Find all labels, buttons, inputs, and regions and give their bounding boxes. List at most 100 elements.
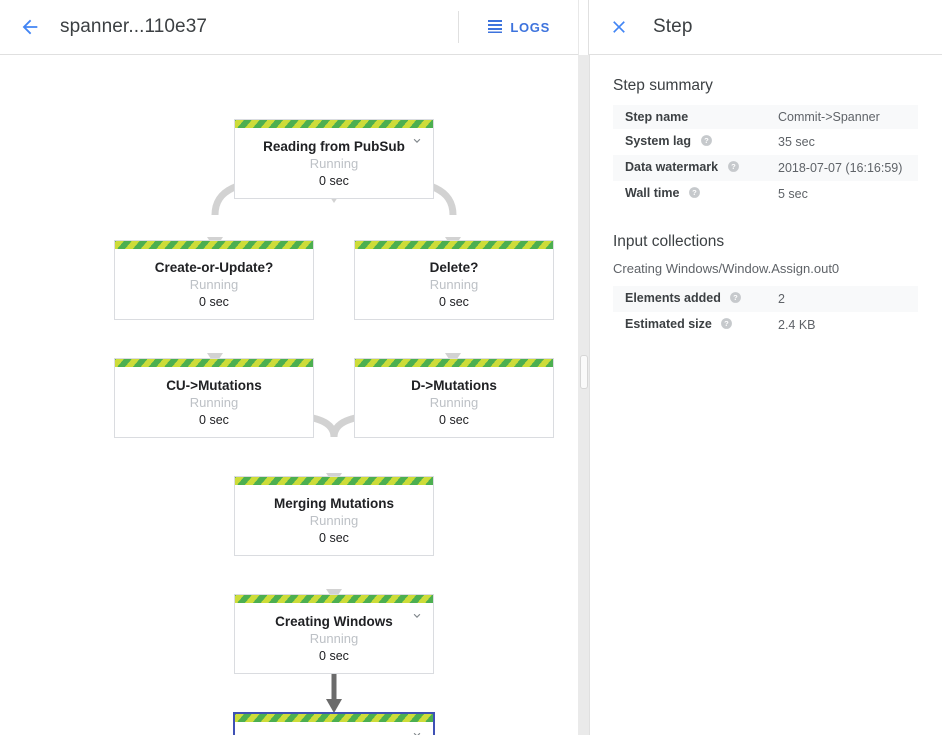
node-title: Commit->Spanner xyxy=(241,732,427,735)
node-body: Creating Windows Running 0 sec xyxy=(235,603,433,673)
node-status-stripe xyxy=(235,714,433,722)
node-title: Delete? xyxy=(429,260,479,275)
node-time: 0 sec xyxy=(439,295,469,309)
row-value: 2.4 KB xyxy=(778,318,816,332)
node-status: Running xyxy=(429,277,479,292)
table-row: Data watermark ? 2018-07-07 (16:16:59) xyxy=(613,155,918,181)
svg-text:?: ? xyxy=(704,136,709,145)
page-title: spanner...110e37 xyxy=(60,16,208,37)
job-header: spanner...110e37 LOGS xyxy=(0,0,588,55)
close-icon[interactable] xyxy=(599,7,639,47)
list-icon xyxy=(487,18,503,37)
node-status: Running xyxy=(189,395,239,410)
help-icon[interactable]: ? xyxy=(700,134,713,150)
node-status-stripe xyxy=(235,120,433,128)
table-row: Elements added ? 2 xyxy=(613,286,918,312)
step-summary-table: Step name Commit->Spanner System lag ? 3… xyxy=(613,105,918,207)
help-icon[interactable]: ? xyxy=(729,291,742,307)
node-status: Running xyxy=(189,277,239,292)
node-body: D->Mutations Running 0 sec xyxy=(355,367,553,437)
node-title: D->Mutations xyxy=(411,378,497,393)
node-status-stripe xyxy=(355,241,553,249)
header-divider xyxy=(458,11,460,43)
table-row: System lag ? 35 sec xyxy=(613,129,918,155)
row-key-label: Wall time xyxy=(625,186,680,200)
pane-resizer[interactable] xyxy=(578,55,590,735)
node-title: CU->Mutations xyxy=(166,378,262,393)
node-body: CU->Mutations Running 0 sec xyxy=(115,367,313,437)
node-status-stripe xyxy=(355,359,553,367)
node-title: Merging Mutations xyxy=(274,496,394,511)
step-panel-title: Step xyxy=(653,16,693,37)
row-value: Commit->Spanner xyxy=(778,110,880,124)
node-status-stripe xyxy=(235,477,433,485)
chevron-down-icon[interactable] xyxy=(409,728,425,735)
input-collections-heading: Input collections xyxy=(613,233,725,250)
step-details-pane: Step Step summary Step name Commit->Span… xyxy=(588,0,942,735)
row-value: 35 sec xyxy=(778,135,815,149)
row-key-label: Elements added xyxy=(625,291,721,305)
graph-node-merging-mutations[interactable]: Merging Mutations Running 0 sec xyxy=(234,476,434,556)
help-icon[interactable]: ? xyxy=(688,186,701,202)
chevron-down-icon[interactable] xyxy=(409,609,425,625)
row-key-label: Step name xyxy=(625,110,689,124)
node-status: Running xyxy=(309,631,359,646)
input-collections-table: Elements added ? 2 Estimated size ? xyxy=(613,286,918,338)
node-time: 0 sec xyxy=(199,295,229,309)
row-value: 5 sec xyxy=(778,187,808,201)
graph-node-creating-windows[interactable]: Creating Windows Running 0 sec xyxy=(234,594,434,674)
row-key-label: Data watermark xyxy=(625,160,719,174)
help-icon[interactable]: ? xyxy=(727,160,740,176)
job-graph-canvas[interactable]: Reading from PubSub Running 0 sec Create… xyxy=(0,55,588,735)
node-status: Running xyxy=(309,513,359,528)
help-icon[interactable]: ? xyxy=(720,317,733,333)
svg-text:?: ? xyxy=(692,188,697,197)
chevron-down-icon[interactable] xyxy=(409,134,425,150)
node-title: Create-or-Update? xyxy=(154,260,274,275)
job-graph-pane: spanner...110e37 LOGS xyxy=(0,0,590,735)
row-key: Data watermark ? xyxy=(613,155,778,181)
graph-node-commit-spanner[interactable]: Commit->Spanner Part running 5 sec xyxy=(233,712,435,735)
node-body: Merging Mutations Running 0 sec xyxy=(235,485,433,555)
row-value: 2 xyxy=(778,292,785,306)
node-status-stripe xyxy=(115,359,313,367)
graph-node-cu-mutations[interactable]: CU->Mutations Running 0 sec xyxy=(114,358,314,438)
node-time: 0 sec xyxy=(319,174,349,188)
row-key: Estimated size ? xyxy=(613,312,778,338)
node-title: Creating Windows xyxy=(275,614,393,629)
node-time: 0 sec xyxy=(319,649,349,663)
pane-resizer-handle[interactable] xyxy=(580,355,588,389)
graph-node-create-or-update[interactable]: Create-or-Update? Running 0 sec xyxy=(114,240,314,320)
table-row: Wall time ? 5 sec xyxy=(613,181,918,207)
row-value: 2018-07-07 (16:16:59) xyxy=(778,161,903,175)
node-status-stripe xyxy=(115,241,313,249)
node-body: Delete? Running 0 sec xyxy=(355,249,553,319)
node-time: 0 sec xyxy=(199,413,229,427)
row-key: Wall time ? xyxy=(613,181,778,207)
node-status: Running xyxy=(429,395,479,410)
row-key: System lag ? xyxy=(613,129,778,155)
row-key: Elements added ? xyxy=(613,286,778,312)
node-title: Reading from PubSub xyxy=(263,139,405,154)
step-details-content: Step summary Step name Commit->Spanner S… xyxy=(589,55,942,338)
node-status: Running xyxy=(309,156,359,171)
step-panel-header: Step xyxy=(589,0,942,55)
svg-text:?: ? xyxy=(731,162,736,171)
graph-node-d-mutations[interactable]: D->Mutations Running 0 sec xyxy=(354,358,554,438)
node-status-stripe xyxy=(235,595,433,603)
graph-node-reading-from-pubsub[interactable]: Reading from PubSub Running 0 sec xyxy=(234,119,434,199)
back-arrow-icon[interactable] xyxy=(6,3,54,51)
node-body: Reading from PubSub Running 0 sec xyxy=(235,128,433,198)
input-collection-name: Creating Windows/Window.Assign.out0 xyxy=(613,261,840,276)
scrollbar-track[interactable] xyxy=(578,0,588,55)
node-body: Create-or-Update? Running 0 sec xyxy=(115,249,313,319)
graph-node-delete[interactable]: Delete? Running 0 sec xyxy=(354,240,554,320)
node-time: 0 sec xyxy=(439,413,469,427)
table-row: Estimated size ? 2.4 KB xyxy=(613,312,918,338)
logs-button-label: LOGS xyxy=(510,19,550,35)
logs-button[interactable]: LOGS xyxy=(477,12,560,43)
row-key-label: Estimated size xyxy=(625,317,712,331)
node-time: 0 sec xyxy=(319,531,349,545)
svg-text:?: ? xyxy=(734,293,739,302)
